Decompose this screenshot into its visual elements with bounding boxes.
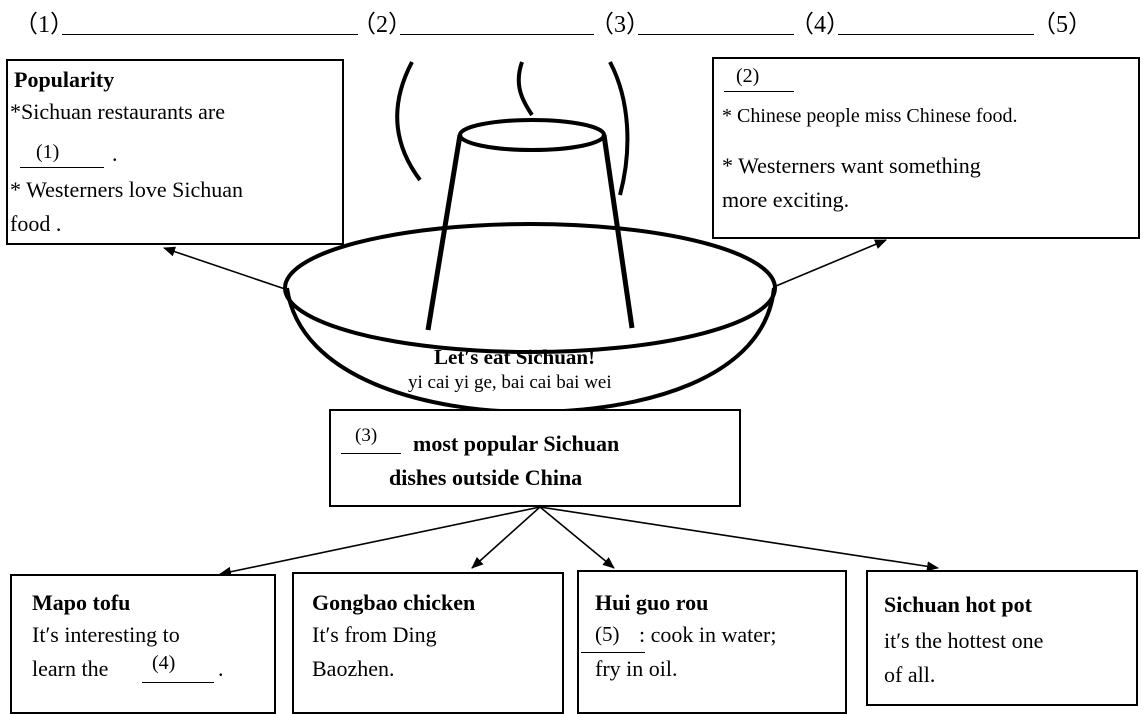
center-subtitle: yi cai yi ge, bai cai bai wei bbox=[408, 372, 612, 393]
answer-blank-1[interactable] bbox=[62, 34, 358, 35]
chimney-top bbox=[458, 118, 606, 152]
arrow-to-hotpot bbox=[539, 506, 939, 572]
popularity-period: . bbox=[112, 141, 118, 166]
dish-box-hui-guo-rou: Hui guo rou (5) : cook in water; fry in … bbox=[577, 570, 847, 714]
pot-rim bbox=[283, 222, 777, 354]
reasons-box: (2) * Chinese people miss Chinese food. … bbox=[712, 57, 1140, 239]
dish-line1: it′s the hottest one bbox=[884, 628, 1044, 653]
popularity-blank[interactable] bbox=[20, 167, 104, 168]
dish-line1: It′s from Ding bbox=[312, 622, 437, 647]
center-title: Let′s eat Sichuan! bbox=[434, 345, 596, 369]
reasons-line1: * Chinese people miss Chinese food. bbox=[722, 105, 1018, 127]
arrow-to-reasons bbox=[775, 239, 887, 287]
dish-blank-label: (5) bbox=[595, 622, 620, 646]
steam-left bbox=[395, 61, 422, 182]
dish-line2: fry in oil. bbox=[595, 656, 678, 681]
popularity-blank-label: (1) bbox=[36, 141, 60, 163]
popularity-box: Popularity *Sichuan restaurants are (1) … bbox=[6, 59, 344, 245]
answer-label-5: （5） bbox=[1032, 12, 1092, 38]
dishes-line2: dishes outside China bbox=[389, 465, 583, 490]
answer-label-4: （4） bbox=[790, 12, 850, 38]
dish-box-mapo-tofu: Mapo tofu It′s interesting to learn the … bbox=[10, 574, 276, 714]
dish-title: Hui guo rou bbox=[595, 590, 709, 615]
popularity-line1: *Sichuan restaurants are bbox=[10, 99, 226, 124]
dishes-box: (3) most popular Sichuan dishes outside … bbox=[329, 409, 741, 507]
dish-line2: Baozhen. bbox=[312, 656, 395, 681]
answer-blank-4[interactable] bbox=[838, 34, 1034, 35]
dish-line2: of all. bbox=[884, 662, 936, 687]
arrow-to-mapo bbox=[219, 506, 541, 577]
arrow-to-popularity bbox=[163, 246, 289, 291]
answer-label-1: （1） bbox=[14, 12, 74, 38]
dish-blank[interactable] bbox=[581, 652, 645, 653]
reasons-line2: * Westerners want something bbox=[722, 153, 981, 178]
answer-blank-2[interactable] bbox=[400, 34, 594, 35]
dish-line1: It′s interesting to bbox=[32, 622, 180, 647]
arrow-to-huiguo bbox=[539, 506, 615, 569]
dish-title: Gongbao chicken bbox=[312, 590, 476, 615]
reasons-blank-label: (2) bbox=[736, 65, 760, 87]
dish-title: Mapo tofu bbox=[32, 590, 131, 615]
dish-line2-suffix: . bbox=[218, 656, 224, 681]
dish-box-sichuan-hot-pot: Sichuan hot pot it′s the hottest one of … bbox=[866, 570, 1138, 706]
popularity-line2: * Westerners love Sichuan bbox=[10, 177, 244, 202]
popularity-title: Popularity bbox=[14, 67, 115, 92]
steam-middle bbox=[516, 61, 534, 117]
reasons-blank[interactable] bbox=[724, 91, 794, 92]
popularity-line3: food . bbox=[10, 211, 62, 236]
answer-blank-3[interactable] bbox=[638, 34, 794, 35]
arrow-to-gongbao bbox=[471, 506, 541, 569]
steam-right bbox=[608, 61, 630, 196]
dishes-blank[interactable] bbox=[341, 453, 401, 454]
answer-label-3: （3） bbox=[590, 12, 650, 38]
dish-title: Sichuan hot pot bbox=[884, 592, 1032, 617]
answer-label-2: （2） bbox=[352, 12, 412, 38]
dish-blank-label: (4) bbox=[152, 652, 176, 674]
dishes-line1: most popular Sichuan bbox=[413, 431, 620, 456]
dish-blank[interactable] bbox=[142, 682, 214, 683]
dish-line1: : cook in water; bbox=[639, 622, 777, 647]
dish-line2-prefix: learn the bbox=[32, 656, 109, 681]
reasons-line3: more exciting. bbox=[722, 187, 850, 212]
dishes-blank-label: (3) bbox=[355, 425, 378, 446]
dish-box-gongbao-chicken: Gongbao chicken It′s from Ding Baozhen. bbox=[292, 572, 564, 714]
